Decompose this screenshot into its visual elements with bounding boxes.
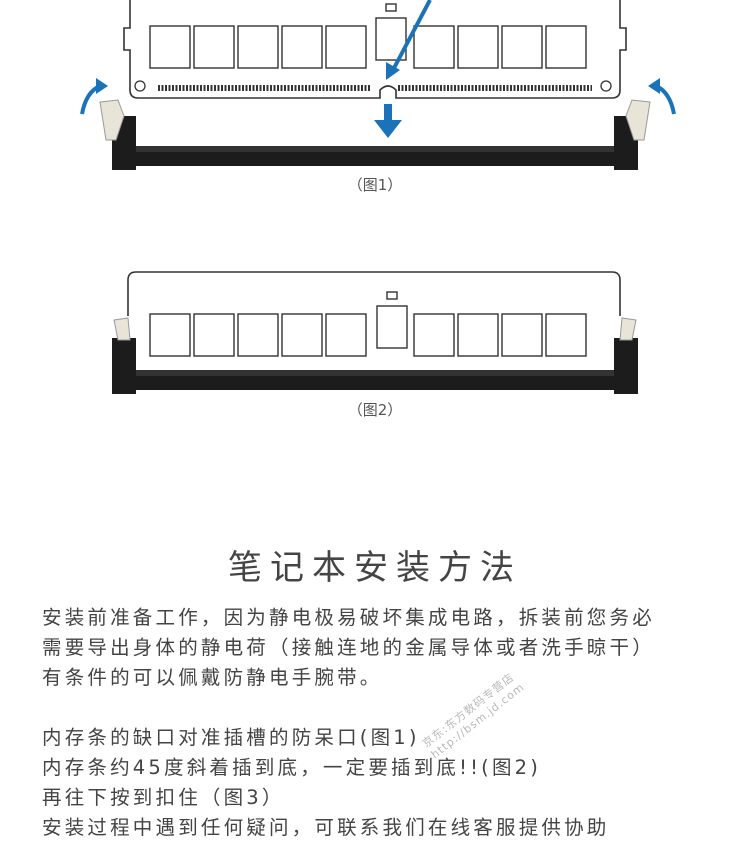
paragraph-line: 内存条的缺口对准插槽的防呆口(图1) [42, 726, 420, 749]
memory-slot [112, 338, 638, 394]
right-latch [625, 99, 651, 141]
preparation-paragraph: 安装前准备工作，因为静电极易破坏集成电路，拆装前您务必 需要导出身体的静电荷（接… [42, 603, 722, 693]
memory-slot [112, 116, 638, 170]
left-latch [99, 99, 125, 141]
figure-2 [0, 260, 750, 420]
memory-module-outline [127, 271, 621, 316]
memory-insert-diagram-2 [112, 271, 638, 394]
down-arrow-icon [384, 104, 392, 122]
memory-chips [149, 291, 587, 357]
pointer-arrow-head [386, 62, 400, 80]
steps-paragraph: 内存条的缺口对准插槽的防呆口(图1) 内存条约45度斜着插到底，一定要插到底!!… [42, 723, 722, 843]
paragraph-line: 再往下按到扣住（图3） [42, 786, 285, 809]
figure-1-caption: （图1） [347, 176, 403, 194]
paragraph-line: 有条件的可以佩戴防静电手腕带。 [42, 666, 383, 689]
memory-insert-diagram-1 [80, 0, 676, 170]
memory-module-outline [123, 0, 627, 99]
paragraph-line: 需要导出身体的静电荷（接触连地的金属导体或者洗手晾干） [42, 636, 655, 659]
pointer-arrow-line [391, 0, 432, 71]
memory-chips [149, 3, 587, 69]
paragraph-line: 内存条约45度斜着插到底，一定要插到底!!(图2) [42, 756, 542, 779]
right-latch [619, 317, 637, 341]
figure-2-caption: （图2） [347, 401, 403, 419]
section-title: 笔记本安装方法 [228, 548, 522, 588]
paragraph-line: 安装前准备工作，因为静电极易破坏集成电路，拆装前您务必 [42, 606, 655, 629]
paragraph-line: 安装过程中遇到任何疑问，可联系我们在线客服提供协助 [42, 816, 610, 839]
figure-1 [0, 0, 750, 200]
left-latch [113, 317, 131, 341]
